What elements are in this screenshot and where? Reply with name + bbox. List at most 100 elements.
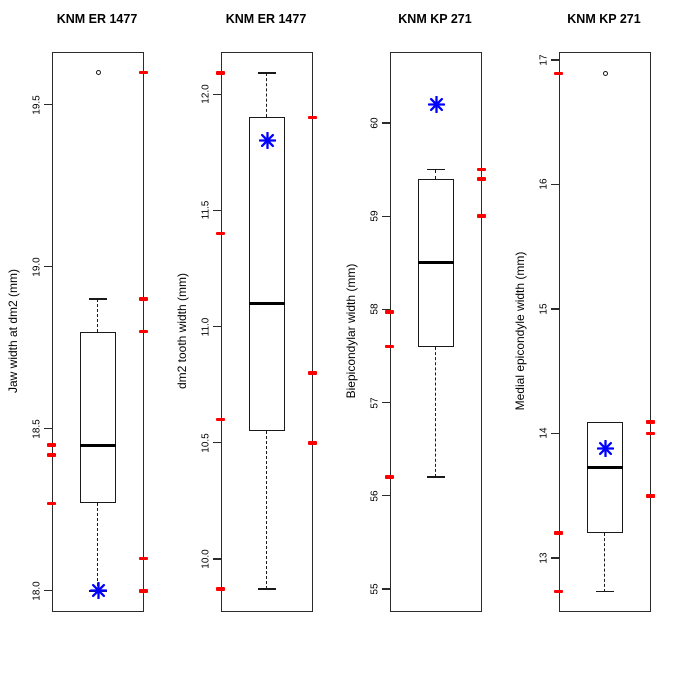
y-tick-label: 14 xyxy=(538,427,550,440)
box-iqr xyxy=(249,117,285,432)
comparison-point-asterisk xyxy=(427,95,445,114)
asterisk-icon xyxy=(258,131,276,150)
rug-mark-right xyxy=(308,440,317,445)
rug-mark-left xyxy=(554,589,563,594)
y-tick-label: 16 xyxy=(538,178,550,191)
y-tick xyxy=(212,93,221,95)
y-tick xyxy=(381,122,390,124)
rug-mark-left xyxy=(47,501,56,506)
panel-title: KNM ER 1477 xyxy=(225,12,307,26)
y-axis-label: Medial epicondyle width (mm) xyxy=(513,251,527,411)
y-tick-label: 59 xyxy=(369,210,381,222)
rug-mark-right xyxy=(139,589,148,593)
box-iqr xyxy=(80,331,116,504)
median-line xyxy=(587,465,623,469)
y-tick xyxy=(43,590,52,592)
panel-title: KNM KP 271 xyxy=(398,12,472,26)
rug-mark-left xyxy=(216,417,225,422)
whisker-lower xyxy=(435,346,437,478)
y-tick xyxy=(212,209,221,211)
rug-mark-right xyxy=(646,493,655,498)
panel-title: KNM KP 271 xyxy=(567,12,641,26)
y-tick-label: 56 xyxy=(369,490,381,502)
rug-mark-left xyxy=(385,344,394,349)
whisker-upper xyxy=(435,169,437,179)
y-axis-label: dm2 tooth width (mm) xyxy=(175,272,189,390)
comparison-point-asterisk xyxy=(596,439,614,458)
whisker-lower xyxy=(266,431,268,590)
whisker-cap-lower xyxy=(596,590,614,593)
y-tick-label: 15 xyxy=(538,303,550,315)
y-tick-label: 10.0 xyxy=(200,549,212,569)
y-tick xyxy=(550,308,559,310)
whisker-cap-upper xyxy=(427,168,445,171)
outlier-point xyxy=(602,71,608,77)
rug-mark-left xyxy=(385,475,394,479)
boxplot-panel-3: KNM KP 271 Biepicondylar width (mm) 55 56… xyxy=(338,0,507,676)
rug-mark-left xyxy=(47,443,56,447)
rug-mark-right xyxy=(646,420,655,425)
rug-mark-left xyxy=(216,587,225,591)
rug-mark-right xyxy=(139,70,148,75)
comparison-point-asterisk xyxy=(89,582,107,600)
box-iqr xyxy=(587,422,623,534)
comparison-point-asterisk xyxy=(258,131,276,150)
rug-mark-right xyxy=(646,431,655,436)
asterisk-icon xyxy=(89,582,107,600)
whisker-cap-lower xyxy=(427,476,445,478)
y-tick-label: 57 xyxy=(369,397,381,409)
y-tick-label: 19.0 xyxy=(31,257,43,277)
y-tick xyxy=(381,215,390,217)
y-tick-label: 17 xyxy=(538,54,550,66)
y-tick xyxy=(43,104,52,106)
y-tick-label: 18.0 xyxy=(31,581,43,601)
y-tick xyxy=(43,266,52,268)
boxplot-panel-2: KNM ER 1477 dm2 tooth width (mm) 10.0 10.… xyxy=(169,0,338,676)
rug-mark-right xyxy=(139,556,148,561)
median-line xyxy=(418,261,454,265)
asterisk-icon xyxy=(596,439,614,458)
y-tick xyxy=(550,59,559,61)
y-tick xyxy=(381,588,390,590)
outlier-point xyxy=(95,69,101,75)
rug-mark-right xyxy=(308,115,317,120)
y-tick xyxy=(212,558,221,560)
rug-mark-left xyxy=(47,453,56,457)
y-tick xyxy=(550,432,559,435)
median-line xyxy=(80,443,116,447)
asterisk-icon xyxy=(427,95,445,114)
y-tick xyxy=(381,495,390,497)
y-axis-label: Jaw width at dm2 (mm) xyxy=(6,268,20,394)
rug-mark-right xyxy=(139,329,148,334)
y-tick-label: 58 xyxy=(369,303,381,315)
rug-mark-right xyxy=(139,297,148,302)
whisker-cap-upper xyxy=(258,72,276,74)
median-line xyxy=(249,301,285,305)
y-tick xyxy=(381,308,390,310)
rug-mark-right xyxy=(477,214,486,218)
rug-mark-left xyxy=(385,310,394,314)
y-tick xyxy=(550,183,559,186)
whisker-upper xyxy=(266,73,268,118)
y-tick-label: 13 xyxy=(538,552,550,564)
y-tick xyxy=(550,557,559,559)
y-tick xyxy=(43,428,52,430)
whisker-lower xyxy=(604,533,606,592)
whisker-cap-upper xyxy=(89,298,107,301)
rug-mark-left xyxy=(554,531,563,535)
y-tick-label: 60 xyxy=(369,117,381,129)
rug-mark-right xyxy=(477,177,486,181)
y-tick-label: 19.5 xyxy=(31,95,43,115)
y-tick-label: 55 xyxy=(369,583,381,595)
y-axis-label: Biepicondylar width (mm) xyxy=(344,263,358,399)
whisker-upper xyxy=(97,299,99,332)
rug-mark-right xyxy=(308,371,317,375)
y-tick xyxy=(212,325,221,328)
rug-mark-left xyxy=(554,71,563,76)
y-tick-label: 10.5 xyxy=(200,433,212,453)
rug-mark-left xyxy=(216,71,225,75)
